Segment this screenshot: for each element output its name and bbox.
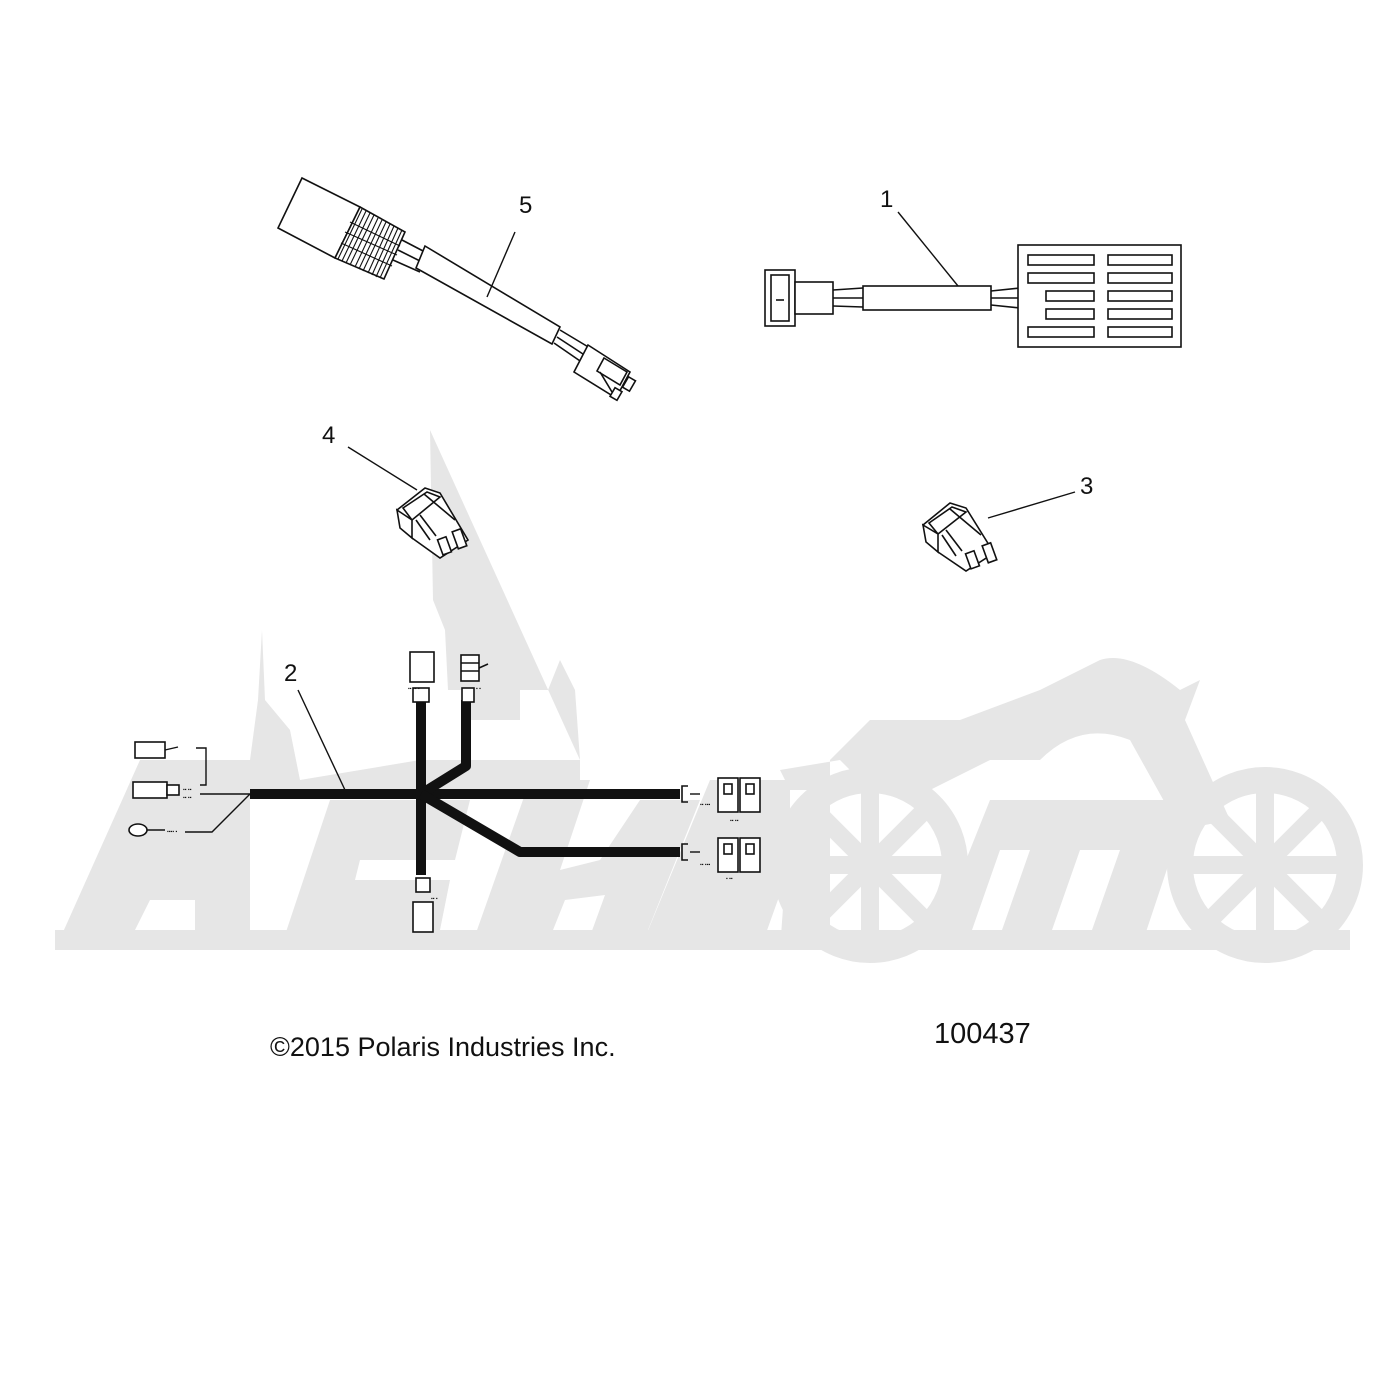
svg-text:▪▪ ▪▪: ▪▪ ▪▪ [730, 818, 739, 824]
svg-text:▪▪ ▪: ▪▪ ▪ [431, 896, 438, 902]
watermark [55, 430, 1363, 963]
callout-3: 3 [1080, 473, 1093, 500]
callout-4: 4 [322, 422, 335, 449]
svg-text:▪ ▪: ▪ ▪ [476, 686, 481, 692]
svg-text:▪▪▪▪ ▪: ▪▪▪▪ ▪ [167, 829, 177, 835]
svg-text:▪▪ ▪▪▪: ▪▪ ▪▪▪ [700, 862, 710, 868]
callout-1: 1 [880, 186, 893, 213]
part-2-wiring-harness: ▪▪ ▪▪ ▪▪ ▪▪ ▪▪▪▪ ▪ ▪▪ ▪▪ ▪ ▪ ▪ ▪▪ ▪ [128, 651, 761, 933]
copyright-notice: ©2015 Polaris Industries Inc. [270, 1032, 616, 1062]
leader-1 [897, 211, 959, 287]
leader-5 [486, 231, 516, 298]
svg-text:▪▪ ▪▪▪: ▪▪ ▪▪▪ [700, 802, 710, 808]
svg-text:▪▪ ▪▪: ▪▪ ▪▪ [183, 787, 192, 793]
part-4-rocker-switch [395, 487, 470, 559]
callout-2: 2 [284, 660, 297, 687]
part-5-cable-harness [276, 176, 637, 402]
leader-2 [297, 689, 346, 791]
part-3-rocker-switch [921, 502, 998, 572]
leader-3 [987, 491, 1076, 519]
figure-number: 100437 [934, 1018, 1031, 1050]
leader-4 [347, 446, 418, 491]
svg-text:▪ ▪▪: ▪ ▪▪ [726, 876, 733, 882]
svg-text:▪▪ ▪▪ ▪: ▪▪ ▪▪ ▪ [408, 686, 420, 692]
callout-5: 5 [519, 192, 532, 219]
svg-text:▪▪ ▪▪: ▪▪ ▪▪ [183, 795, 192, 801]
part-1-heated-element [764, 244, 1182, 348]
